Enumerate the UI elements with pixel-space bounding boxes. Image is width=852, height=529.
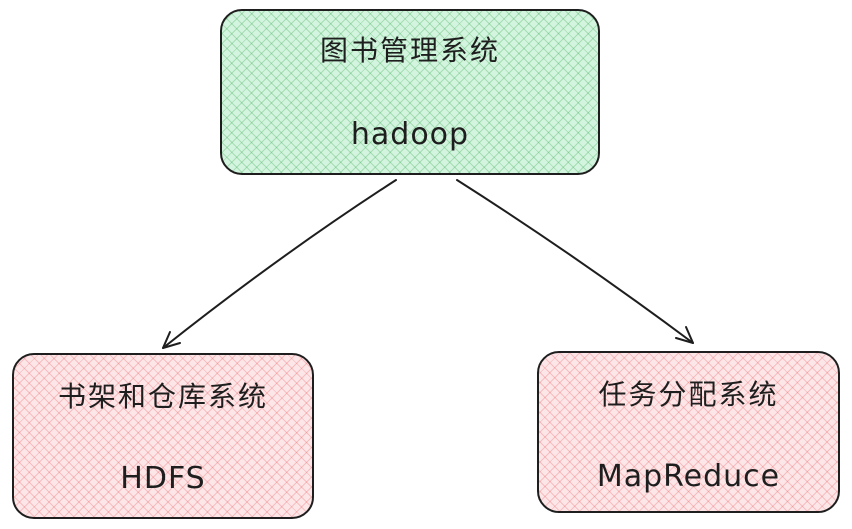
root-node-title: 图书管理系统 (319, 34, 500, 67)
arrow-to-hdfs (162, 179, 397, 349)
child-node-mapreduce: 任务分配系统 MapReduce (537, 351, 840, 513)
arrowhead-hdfs (162, 331, 181, 349)
child-node-mapreduce-subtitle: MapReduce (596, 459, 781, 494)
child-node-hdfs: 书架和仓库系统 HDFS (12, 353, 314, 519)
arrowhead-mapreduce (675, 326, 694, 344)
root-node-subtitle: hadoop (350, 117, 470, 152)
arrow-to-mapreduce (456, 179, 694, 344)
root-node: 图书管理系统 hadoop (220, 9, 600, 175)
child-node-hdfs-subtitle: HDFS (120, 461, 206, 496)
child-node-mapreduce-title: 任务分配系统 (598, 378, 779, 411)
child-node-hdfs-title: 书架和仓库系统 (57, 380, 268, 413)
